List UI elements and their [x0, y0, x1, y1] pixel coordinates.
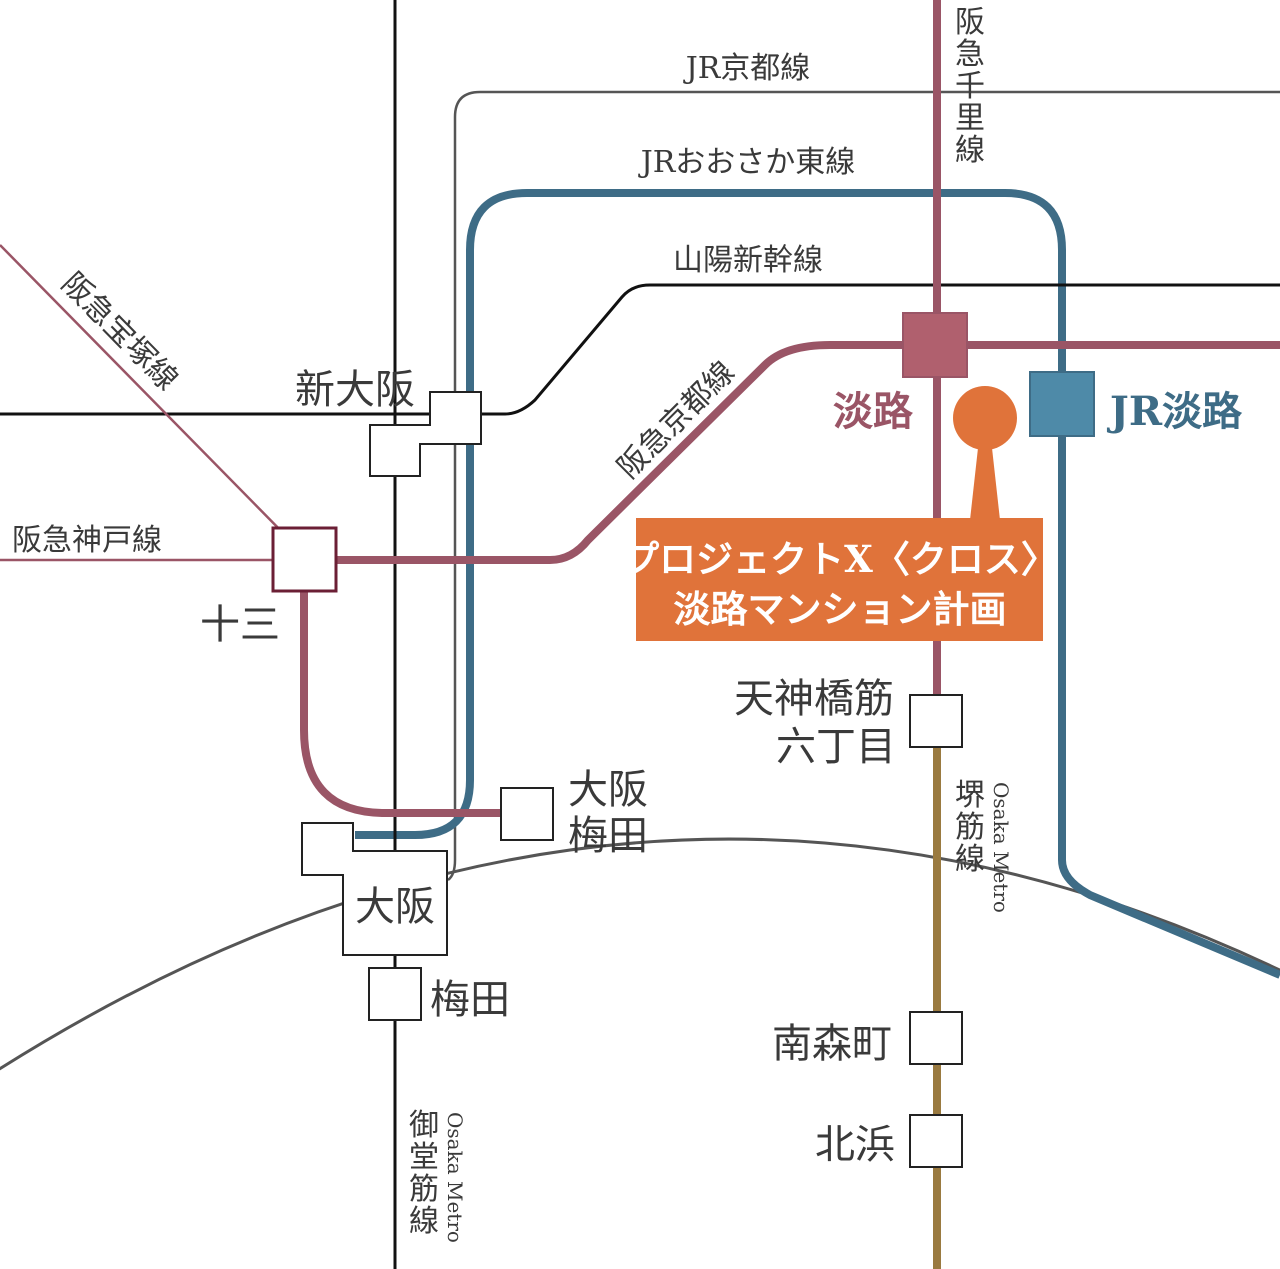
svg-text:筋: 筋	[409, 1172, 439, 1207]
svg-text:線: 線	[409, 1204, 439, 1239]
tenjinbashisuji-label-2: 六丁目	[776, 724, 896, 770]
svg-text:筋: 筋	[955, 810, 985, 845]
awaji-station[interactable]	[902, 312, 968, 378]
awaji-label: 淡路	[833, 388, 914, 435]
sanyo-shinkansen-line	[0, 283, 1280, 416]
jr-awaji-label: JR淡路	[1107, 388, 1243, 435]
shin-osaka-label: 新大阪	[295, 367, 415, 413]
svg-text:線: 線	[955, 133, 985, 168]
project-title-1: プロジェクトX〈クロス〉	[622, 537, 1058, 581]
midosuji-label: 御 堂 筋 線	[409, 1108, 439, 1239]
osaka-umeda-station[interactable]	[500, 787, 554, 841]
hankyu-senri-label: 阪 急 千 里 線	[955, 5, 985, 168]
midosuji-en-label: Osaka Metro	[443, 1112, 467, 1243]
juso-label: 十三	[200, 602, 280, 648]
osaka-station[interactable]	[301, 822, 448, 956]
sakaisuji-label: 堺 筋 線	[955, 778, 985, 877]
hankyu-kyoto-label: 阪急京都線	[611, 355, 742, 486]
svg-text:急: 急	[955, 37, 985, 72]
hankyu-kyoto-line	[336, 341, 1280, 564]
kitahama-station[interactable]	[909, 1114, 963, 1168]
osaka-umeda-label-1: 大阪	[568, 767, 648, 813]
jr-osaka-higashi-label: JRおおさか東線	[638, 145, 856, 180]
sanyo-shinkansen-label: 山陽新幹線	[673, 243, 823, 278]
svg-text:阪: 阪	[955, 5, 985, 40]
umeda-station[interactable]	[368, 967, 422, 1021]
svg-text:里: 里	[955, 101, 985, 136]
hankyu-kobe-label: 阪急神戸線	[12, 523, 162, 558]
umeda-label: 梅田	[430, 977, 510, 1023]
svg-text:堺: 堺	[955, 778, 985, 813]
tenjinbashisuji-station[interactable]	[909, 694, 963, 748]
shin-osaka-station[interactable]	[369, 391, 482, 477]
svg-text:御: 御	[409, 1108, 439, 1143]
kitahama-label: 北浜	[815, 1122, 895, 1168]
svg-text:線: 線	[955, 842, 985, 877]
hankyu-takarazuka-line	[0, 244, 291, 541]
hankyu-umeda-line	[300, 592, 502, 817]
jr-awaji-station[interactable]	[1029, 371, 1095, 437]
minami-morimachi-label: 南森町	[772, 1021, 892, 1067]
juso-station[interactable]	[271, 526, 338, 593]
osaka-umeda-label-2: 梅田	[568, 813, 648, 859]
tenjinbashisuji-label-1: 天神橋筋	[734, 676, 894, 722]
osaka-label: 大阪	[355, 884, 435, 930]
project-callout[interactable]	[636, 518, 1043, 641]
svg-text:堂: 堂	[409, 1140, 439, 1175]
svg-text:千: 千	[955, 69, 985, 104]
project-title-2: 淡路マンション計画	[674, 587, 1007, 631]
hankyu-takarazuka-label: 阪急宝塚線	[54, 266, 184, 398]
project-pin-tail	[970, 448, 1000, 520]
loop-arc	[0, 837, 1280, 1071]
project-pin[interactable]	[953, 386, 1017, 450]
sakaisuji-en-label: Osaka Metro	[989, 782, 1013, 913]
jr-kyoto-line	[447, 90, 1280, 882]
jr-kyoto-label: JR京都線	[683, 51, 811, 86]
minami-morimachi-station[interactable]	[909, 1011, 963, 1065]
